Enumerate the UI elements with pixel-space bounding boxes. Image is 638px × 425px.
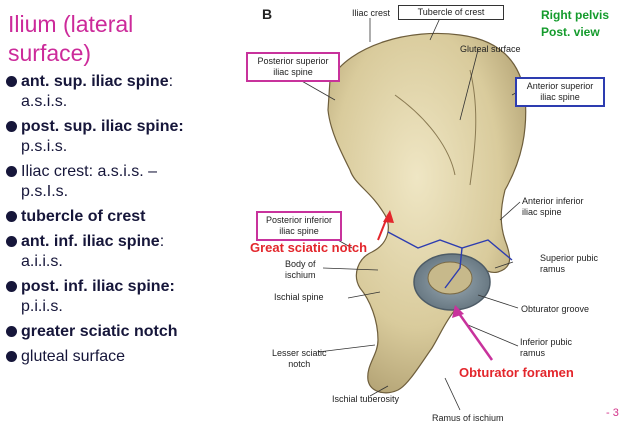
label-text: Anterior inferior (522, 196, 584, 206)
bullet-abbrev: p.i.i.s. (21, 298, 63, 315)
label-text: iliac spine (522, 207, 562, 217)
label-ant-inf-iliac-spine: Anterior inferior iliac spine (522, 196, 584, 218)
bullet-text: gluteal surface (21, 348, 126, 365)
label-lesser-sciatic-notch: Lesser sciatic notch (272, 348, 327, 370)
bullet-abbrev: p.s.I.s. (21, 183, 69, 200)
label-text: ramus (540, 264, 566, 274)
bullet-text: : (159, 233, 165, 250)
bullet-item: post. sup. iliac spine: p.s.i.s. (4, 117, 244, 157)
bullet-term: post. inf. iliac spine: (21, 278, 175, 295)
view-title-line1: Right pelvis (541, 8, 610, 22)
bullet-item: gluteal surface (4, 347, 244, 367)
bullet-dot (6, 166, 17, 177)
label-text: notch (288, 359, 311, 369)
bullet-text: : (168, 73, 174, 90)
bullet-dot (6, 281, 17, 292)
bullet-item: Iliac crest: a.s.i.s. – p.s.I.s. (4, 162, 244, 202)
bullet-item: tubercle of crest (4, 207, 244, 227)
label-text: Posterior inferior (265, 215, 333, 225)
label-ischial-spine: Ischial spine (274, 292, 324, 302)
label-post-sup-iliac-spine: Posterior superior iliac spine (246, 52, 340, 82)
acetabular-fossa (427, 261, 473, 295)
label-post-inf-iliac-spine: Posterior inferior iliac spine (256, 211, 342, 241)
view-title-line2: Post. view (541, 25, 600, 39)
bone-shape (327, 32, 527, 394)
label-tubercle-of-crest: Tubercle of crest (398, 5, 504, 20)
label-text: Superior pubic (540, 253, 599, 263)
view-title: Right pelvis Post. view (541, 7, 609, 41)
bullet-abbrev: a.s.i.s. (21, 93, 68, 110)
label-text: Body of (285, 259, 316, 269)
label-obturator-foramen: Obturator foramen (459, 365, 574, 380)
figure-letter: B (262, 6, 273, 22)
label-text: Lesser sciatic (272, 348, 327, 358)
boundary-line (387, 231, 513, 261)
label-inferior-pubic-ramus: Inferior pubic ramus (520, 337, 572, 359)
bullet-term: greater sciatic notch (21, 323, 178, 340)
slide-title-line1: Ilium (lateral (8, 11, 134, 37)
label-body-of-ischium: Body of ischium (285, 259, 316, 281)
bullet-abbrev: p.s.i.s. (21, 138, 68, 155)
slide-title: Ilium (lateral surface) (8, 10, 228, 68)
gluteal-line (394, 94, 456, 176)
red-arrowhead (383, 210, 394, 223)
magenta-arrow (456, 311, 494, 361)
bullet-item: post. inf. iliac spine: p.i.i.s. (4, 277, 244, 317)
bullet-term: tubercle of crest (21, 208, 146, 225)
label-text: iliac spine (273, 67, 313, 77)
bullet-dot (6, 121, 17, 132)
bullet-dot (6, 351, 17, 362)
bullet-dot (6, 76, 17, 87)
label-great-sciatic-notch: Great sciatic notch (250, 240, 368, 255)
label-text: ramus (520, 348, 546, 358)
bullet-term: ant. inf. iliac spine (21, 233, 160, 250)
label-iliac-crest: Iliac crest (352, 8, 391, 18)
label-ant-sup-iliac-spine: Anterior superior iliac spine (515, 77, 605, 107)
bullet-item: greater sciatic notch (4, 322, 244, 342)
bullet-dot (6, 236, 17, 247)
label-superior-pubic-ramus: Superior pubic ramus (540, 253, 598, 275)
label-ramus-of-ischium: Ramus of ischium (432, 413, 504, 423)
label-text: ischium (285, 270, 316, 280)
label-text: Inferior pubic (520, 337, 573, 347)
bullet-dot (6, 326, 17, 337)
boundary-line (444, 247, 463, 289)
label-text: Anterior superior (526, 81, 594, 91)
bullet-term: post. sup. iliac spine: (21, 118, 184, 135)
bullet-list: ant. sup. iliac spine: a.s.i.s. post. su… (4, 72, 244, 372)
label-ischial-tuberosity: Ischial tuberosity (332, 394, 400, 404)
label-text: iliac spine (540, 92, 580, 102)
bullet-term: ant. sup. iliac spine (21, 73, 169, 90)
bullet-abbrev: a.i.i.s. (21, 253, 63, 270)
slide-title-line2: surface) (8, 40, 92, 66)
page-number: - 3 (606, 407, 619, 419)
bullet-dot (6, 211, 17, 222)
label-text: Posterior superior (257, 56, 329, 66)
label-obturator-groove: Obturator groove (521, 304, 590, 314)
bullet-text: Iliac crest: a.s.i.s. – (21, 163, 158, 180)
bullet-item: ant. inf. iliac spine: a.i.i.s. (4, 232, 244, 272)
label-text: iliac spine (279, 226, 319, 236)
magenta-arrowhead (452, 305, 464, 318)
gluteal-line (469, 69, 477, 186)
label-gluteal-surface: Gluteal surface (460, 44, 521, 54)
bullet-item: ant. sup. iliac spine: a.s.i.s. (4, 72, 244, 112)
